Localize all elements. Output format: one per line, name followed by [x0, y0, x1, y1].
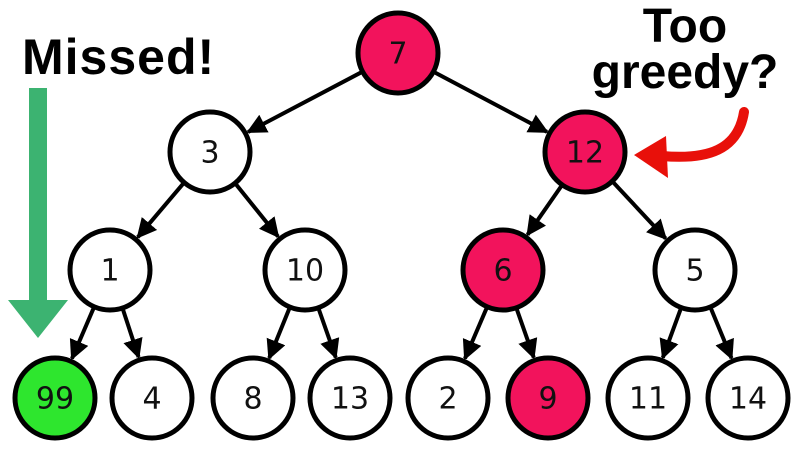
node-label: 12 — [566, 136, 604, 171]
edge-n5-n11 — [659, 308, 683, 360]
edge-n1-n4 — [121, 309, 143, 360]
too-greedy-line-2: greedy? — [591, 46, 779, 99]
node-circle — [307, 355, 393, 441]
edge-n1-n99 — [69, 307, 96, 361]
edge-n6-n9 — [515, 308, 538, 360]
edge-n10-n13 — [317, 308, 340, 360]
edge-n3-n1 — [136, 182, 185, 239]
edge-n7-n12 — [434, 70, 549, 134]
tree-node-12: 12 — [542, 109, 628, 195]
tree-nodes: 7 3 12 1 10 6 5 99 4 8 13 2 9 11 14 — [12, 10, 791, 441]
tree-node-10: 10 — [262, 227, 348, 313]
edge-n5-n14 — [709, 308, 734, 361]
tree-node-14: 14 — [705, 355, 791, 441]
node-circle — [262, 227, 348, 313]
too-greedy-label: Too greedy? — [574, 0, 796, 99]
greedy-arrow — [634, 107, 749, 178]
node-label: 3 — [200, 136, 219, 171]
tree-node-11: 11 — [605, 355, 691, 441]
edge-n3-n10 — [234, 183, 280, 239]
node-circle — [210, 355, 296, 441]
node-label: 11 — [629, 382, 667, 417]
node-circle — [605, 355, 691, 441]
node-label: 9 — [538, 382, 557, 417]
node-label: 6 — [493, 254, 512, 289]
node-label: 7 — [388, 37, 407, 72]
node-circle — [652, 227, 738, 313]
missed-arrow — [8, 88, 68, 338]
node-label: 4 — [142, 382, 161, 417]
node-circle — [542, 109, 628, 195]
tree-node-7: 7 — [355, 10, 441, 96]
edge-n12-n6 — [525, 185, 563, 237]
tree-node-5: 5 — [652, 227, 738, 313]
tree-node-1: 1 — [67, 227, 153, 313]
edge-n6-n2 — [462, 307, 489, 361]
node-circle — [67, 227, 153, 313]
tree-node-3: 3 — [167, 109, 253, 195]
tree-node-13: 13 — [307, 355, 393, 441]
node-label: 13 — [331, 382, 369, 417]
edge-n12-n5 — [612, 181, 668, 241]
tree-edges — [69, 70, 734, 361]
node-circle — [705, 355, 791, 441]
node-circle — [505, 355, 591, 441]
node-circle — [460, 227, 546, 313]
node-circle — [167, 109, 253, 195]
node-label: 99 — [36, 382, 74, 417]
node-circle — [12, 355, 98, 441]
tree-node-99: 99 — [12, 355, 98, 441]
node-circle — [355, 10, 441, 96]
node-circle — [109, 355, 195, 441]
tree-node-6: 6 — [460, 227, 546, 313]
missed-label: Missed! — [22, 29, 216, 85]
node-label: 8 — [243, 382, 262, 417]
too-greedy-line-1: Too — [642, 0, 728, 53]
node-label: 2 — [438, 382, 457, 417]
tree-node-9: 9 — [505, 355, 591, 441]
edge-n10-n8 — [266, 308, 292, 361]
edge-n7-n3 — [246, 70, 362, 134]
node-label: 10 — [286, 254, 324, 289]
node-label: 1 — [100, 254, 119, 289]
tree-node-8: 8 — [210, 355, 296, 441]
tree-node-4: 4 — [109, 355, 195, 441]
node-circle — [405, 355, 491, 441]
tree-node-2: 2 — [405, 355, 491, 441]
node-label: 5 — [685, 254, 704, 289]
node-label: 14 — [729, 382, 767, 417]
